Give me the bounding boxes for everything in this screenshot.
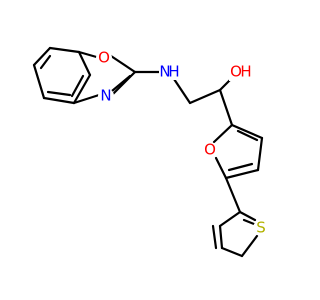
bond	[238, 210, 257, 222]
bond	[227, 162, 254, 172]
bond	[214, 156, 228, 180]
bond	[218, 88, 234, 127]
bond	[212, 123, 234, 144]
bond	[172, 77, 192, 105]
bond	[224, 176, 242, 214]
bond	[106, 52, 137, 74]
label-backing	[159, 62, 179, 80]
bond	[42, 96, 76, 105]
label-backing	[96, 50, 112, 66]
furan-oxygen-atom: O	[204, 141, 216, 159]
bond	[70, 74, 85, 98]
bond	[211, 224, 218, 250]
bond	[32, 46, 52, 67]
bond	[46, 90, 72, 97]
label-backing	[229, 63, 253, 81]
oxazole-ring	[72, 50, 137, 105]
sulfur-atom: S	[256, 219, 266, 237]
bond	[32, 63, 46, 100]
furan-ring	[212, 123, 264, 180]
amine-nitrogen-atom: N	[159, 63, 170, 81]
hydroxyl-oxygen-atom: O	[230, 63, 242, 81]
bond	[242, 218, 256, 226]
label-backing	[98, 88, 114, 104]
bond	[218, 224, 224, 250]
bond	[39, 54, 52, 70]
amine-hydrogen-atom: H	[168, 63, 179, 81]
molecule-structure: O N N H O H O S	[32, 46, 269, 258]
bond	[188, 88, 222, 105]
label-backing	[253, 220, 269, 236]
thiophene-ring	[211, 210, 259, 258]
bond	[220, 246, 244, 258]
bond	[77, 50, 92, 77]
bond	[236, 129, 259, 142]
bond	[72, 93, 101, 105]
benzene-ring	[32, 46, 92, 105]
hydroxyl-hydrogen-atom: H	[240, 63, 251, 81]
structure-canvas: O N N H O H O S	[32, 46, 269, 258]
bond	[218, 210, 242, 228]
bond	[110, 74, 132, 93]
nitrogen-atom: N	[100, 87, 111, 105]
oxygen-atom: O	[98, 49, 110, 67]
bond	[230, 123, 264, 140]
bond	[256, 136, 264, 172]
atom-labels: O N N H O H O S	[96, 49, 269, 237]
bond	[110, 70, 137, 97]
bond	[72, 73, 92, 105]
side-chain	[133, 70, 234, 127]
bond	[224, 168, 260, 180]
bond	[48, 46, 81, 54]
label-backing	[202, 142, 218, 158]
bond	[240, 234, 259, 258]
